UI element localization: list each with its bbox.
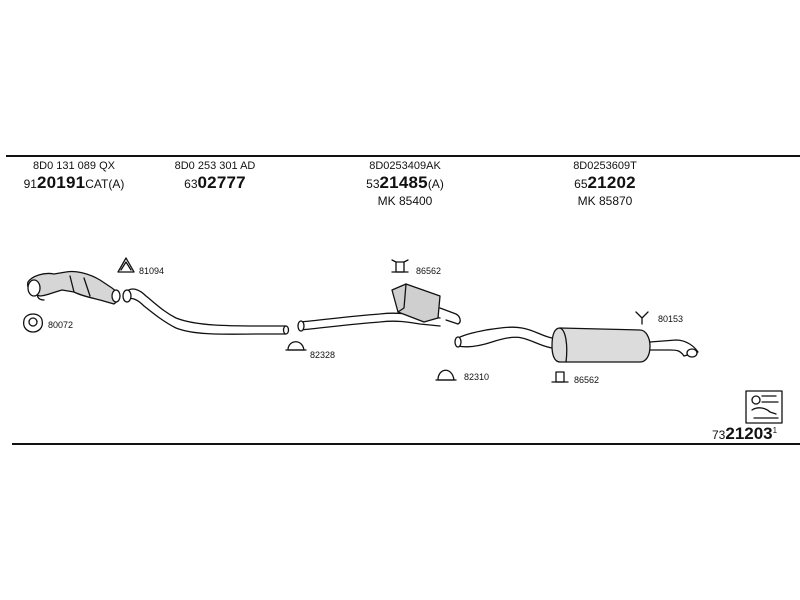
part-block-middle-silencer: 8D0253409AK 5321485(A) MK 85400: [345, 160, 465, 208]
clamp-icon: [117, 257, 135, 273]
middle-silencer-icon: [297, 283, 461, 332]
oe-number: 8D0 131 089 QX: [33, 160, 115, 172]
mounting-kit-number: MK 85870: [577, 194, 633, 208]
rubber-mount-icon: [391, 259, 409, 273]
mounting-kit-number: MK 85400: [377, 194, 433, 208]
front-pipe-icon: [122, 288, 290, 335]
exhaust-set-icon: [745, 390, 783, 424]
bottom-divider-line: [12, 443, 800, 445]
callout-label: 86562: [416, 266, 442, 276]
part-number: 6521202: [574, 173, 636, 192]
callout-label: 80072: [48, 320, 74, 330]
callout-label: 82328: [310, 350, 336, 360]
bracket-icon: [635, 311, 649, 325]
clamp-icon: [285, 341, 307, 351]
clamp-icon: [435, 369, 457, 381]
part-block-front-pipe: 8D0 253 301 AD 6302777: [150, 160, 280, 194]
top-divider-line: [6, 155, 800, 157]
part-number: 6302777: [184, 173, 246, 192]
part-number: 9120191CAT(A): [23, 173, 125, 192]
oe-number: 8D0253609T: [573, 160, 637, 172]
callout-label: 80153: [658, 314, 684, 324]
set-part-number: 73212031: [712, 424, 778, 443]
part-block-rear-silencer: 8D0253609T 6521202 MK 85870: [545, 160, 665, 208]
rear-silencer-icon: [454, 326, 699, 363]
rubber-mount-icon: [551, 371, 569, 383]
part-number: 5321485(A): [366, 173, 444, 192]
part-block-catalytic-converter: 8D0 131 089 QX 9120191CAT(A): [4, 160, 144, 194]
callout-label: 86562: [574, 375, 600, 385]
gasket-icon: [22, 313, 44, 333]
oe-number: 8D0253409AK: [369, 160, 441, 172]
catalytic-converter-icon: [26, 270, 121, 305]
oe-number: 8D0 253 301 AD: [174, 160, 256, 172]
callout-label: 82310: [464, 372, 490, 382]
callout-label: 81094: [139, 266, 165, 276]
